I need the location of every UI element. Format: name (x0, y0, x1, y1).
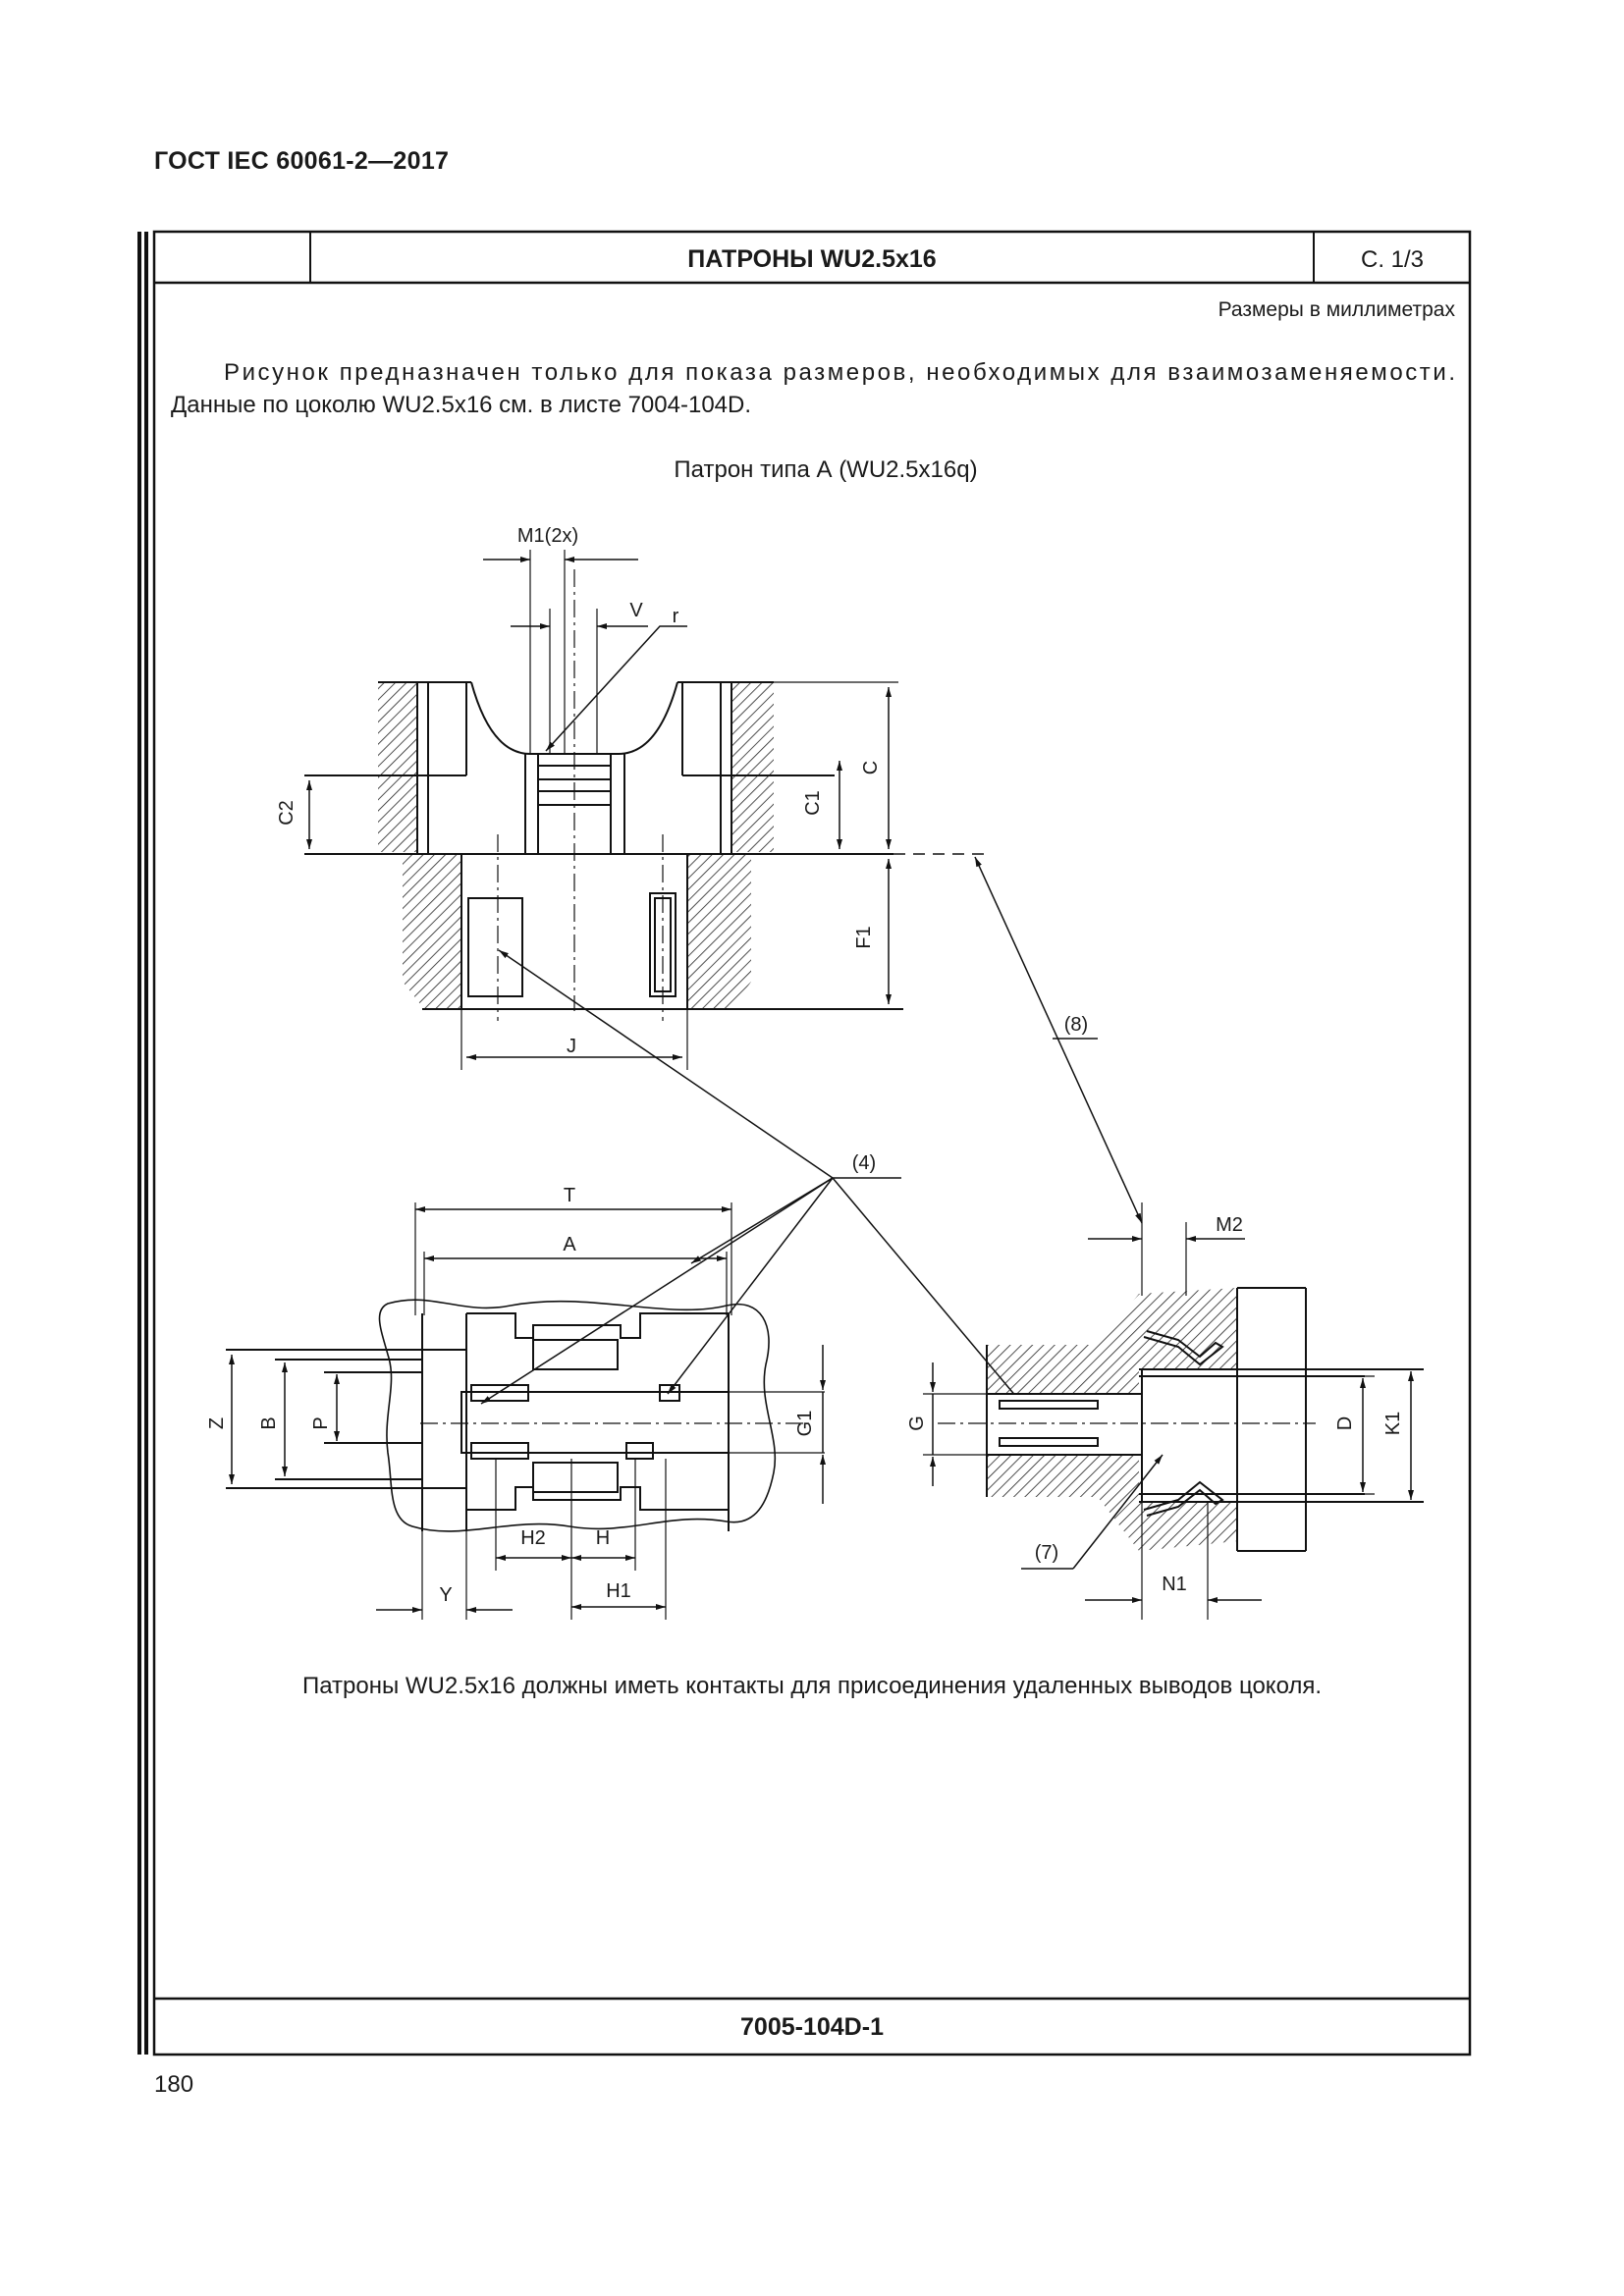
dim-label-j: J (567, 1036, 576, 1057)
top-view-dimensions (306, 557, 892, 1060)
intro-line-1: Рисунок предназначен только для показа р… (224, 359, 1455, 386)
sheet-note: Патроны WU2.5x16 должны иметь контакты д… (302, 1673, 1322, 1699)
dim-label-a: A (563, 1234, 576, 1255)
dim-label-r: r (673, 606, 679, 627)
sheet-frame (137, 230, 1472, 2056)
bottom-right-dimensions (930, 1236, 1414, 1603)
sheet-page: С. 1/3 (1361, 246, 1424, 273)
dim-label-t: T (564, 1185, 575, 1206)
sheet-title: ПАТРОНЫ WU2.5x16 (687, 245, 936, 273)
sheet-number: 7005-104D-1 (740, 2013, 884, 2041)
page-number: 180 (154, 2071, 194, 2098)
leader-8 (974, 856, 1143, 1224)
dim-label-f1: F1 (853, 926, 875, 948)
dim-label-b: B (258, 1416, 280, 1429)
dim-label-h1: H1 (606, 1580, 631, 1602)
dim-label-k1: K1 (1382, 1412, 1404, 1435)
top-section-view (304, 550, 990, 1070)
dim-label-m1: M1(2x) (517, 525, 578, 547)
bottom-right-view (923, 1202, 1424, 1620)
bottom-left-view (226, 1202, 825, 1620)
ref-label-7: (7) (1035, 1542, 1058, 1564)
document-header: ГОСТ IEC 60061-2—2017 (154, 147, 450, 175)
dim-label-g: G (906, 1415, 928, 1431)
dim-label-c: C (860, 761, 882, 774)
dim-label-h: H (596, 1527, 610, 1549)
dim-label-h2: H2 (520, 1527, 546, 1549)
units-note: Размеры в миллиметрах (1218, 298, 1456, 321)
dim-label-c2: C2 (276, 800, 298, 826)
intro-line-2: Данные по цоколю WU2.5x16 см. в листе 70… (171, 392, 751, 418)
figure-title: Патрон типа А (WU2.5x16q) (674, 456, 977, 483)
ref-label-8: (8) (1064, 1014, 1088, 1036)
dim-label-m2: M2 (1216, 1214, 1243, 1236)
dim-label-z: Z (206, 1417, 228, 1429)
dim-label-y: Y (439, 1584, 452, 1606)
dim-label-n1: N1 (1162, 1574, 1187, 1595)
ref-label-4: (4) (852, 1152, 876, 1174)
dim-label-v: V (629, 600, 643, 621)
dim-label-p: P (310, 1416, 332, 1429)
dim-label-c1: C1 (802, 790, 824, 816)
dim-label-g1: G1 (794, 1411, 816, 1437)
bottom-left-dimensions (229, 1206, 826, 1613)
dim-label-d: D (1334, 1416, 1356, 1430)
